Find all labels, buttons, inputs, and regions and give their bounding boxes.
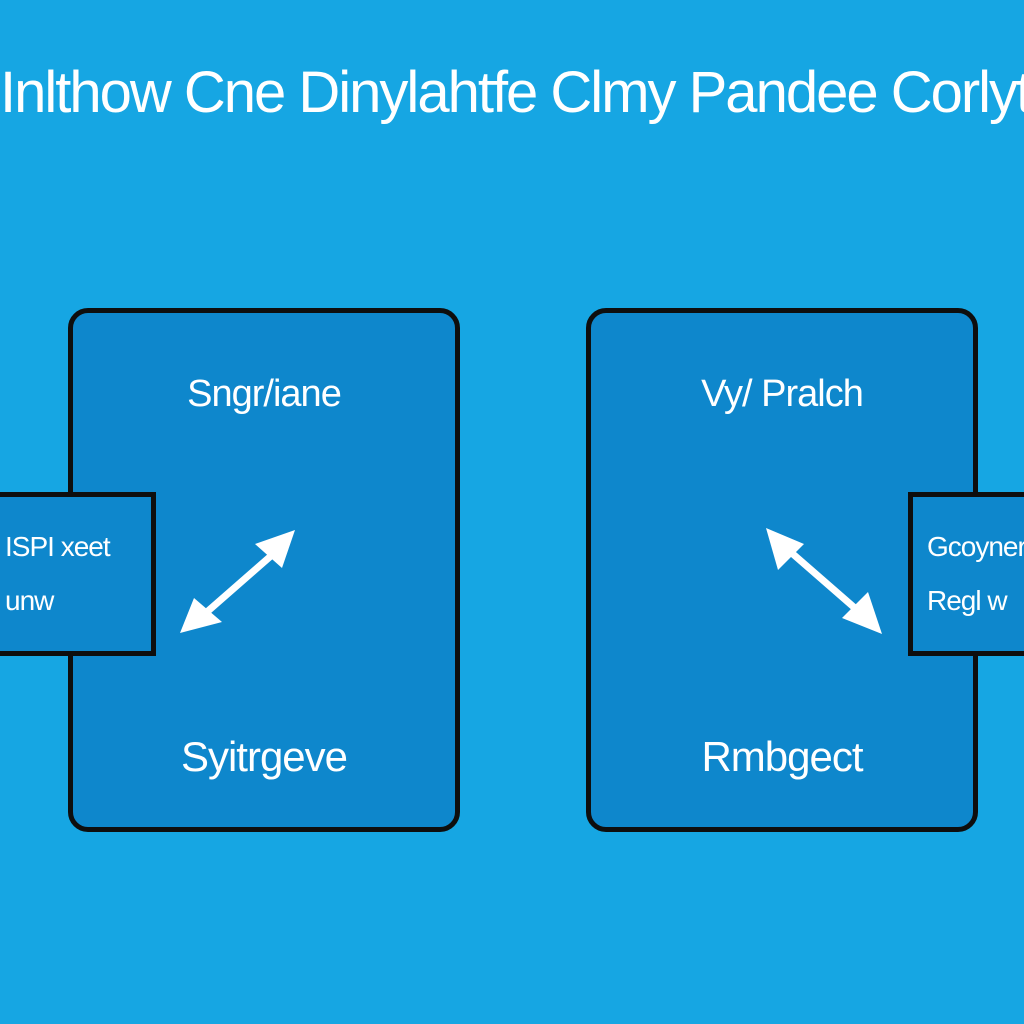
right-panel-footer: Rmbgect: [701, 733, 863, 780]
right-tab-line-1: Gcoyner: [927, 531, 1024, 562]
double-arrow-up-right-icon: [180, 530, 295, 633]
left-side-tab: ISPI xeet unw: [0, 492, 156, 656]
right-tab-line-2: Regl w: [927, 585, 1008, 616]
left-panel-footer: Syitrgeve: [180, 733, 348, 780]
right-panel-heading: Vy/ Pralch: [701, 373, 864, 415]
left-tab-line-2: unw: [5, 585, 54, 616]
left-panel-heading: Sngr/iane: [187, 373, 342, 415]
diagram-title: Inlthow Cne Dinylahtfe Clmy Pandee Corly…: [0, 60, 1024, 125]
double-arrow-down-right-icon: [766, 528, 882, 634]
left-tab-line-1: ISPI xeet: [5, 531, 111, 562]
right-side-tab: Gcoyner Regl w: [908, 492, 1024, 656]
